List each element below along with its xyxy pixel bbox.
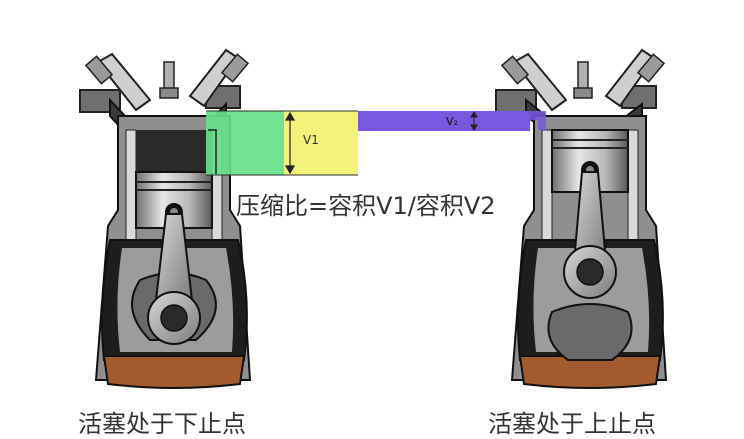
crankshaft-right bbox=[547, 171, 633, 361]
volume-v1-overlay: V1 bbox=[206, 110, 358, 176]
v1-green-region bbox=[206, 111, 284, 175]
caption-top-dead-center: 活塞处于上止点 bbox=[488, 410, 656, 438]
v2-label: V₂ bbox=[446, 115, 458, 128]
v1-height-arrow bbox=[284, 111, 296, 175]
crankshaft-left bbox=[131, 213, 217, 345]
compression-ratio-formula: 压缩比=容积V1/容积V2 bbox=[236, 192, 496, 220]
v2-purple-bar bbox=[358, 111, 530, 131]
v2-height-arrow bbox=[470, 111, 478, 131]
v1-yellow-box bbox=[284, 111, 358, 175]
engine-left bbox=[79, 48, 252, 389]
caption-bottom-dead-center: 活塞处于下止点 bbox=[78, 410, 246, 438]
v1-label: V1 bbox=[303, 133, 319, 147]
volume-v2-overlay: V₂ bbox=[358, 111, 546, 131]
engine-right bbox=[495, 48, 668, 389]
